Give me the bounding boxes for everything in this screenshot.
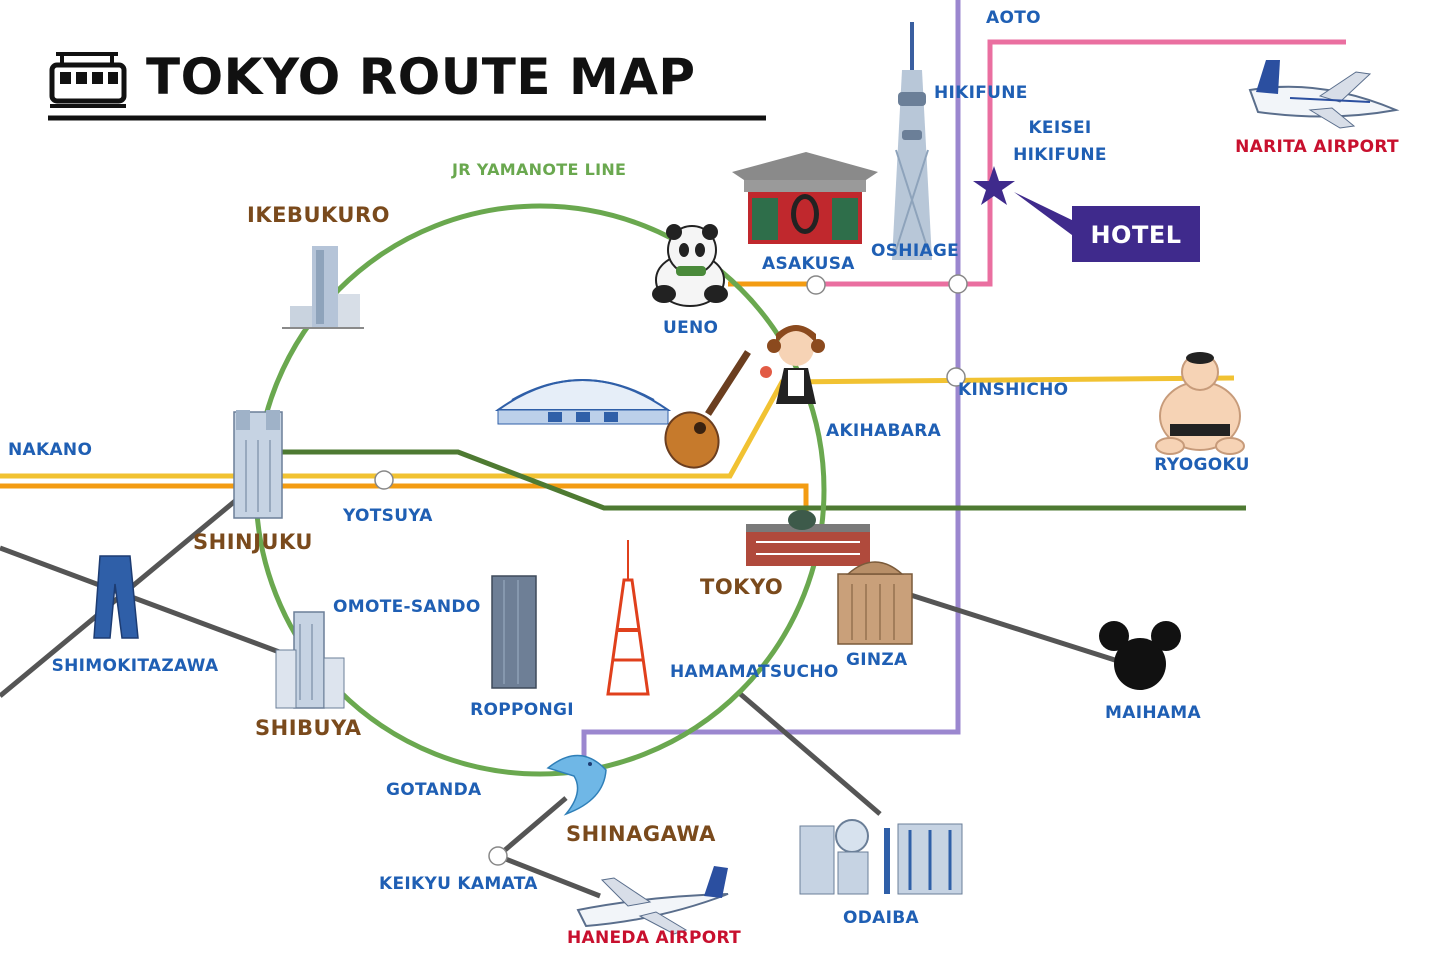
- monorail-line: [736, 690, 882, 816]
- yamanote-line-label: JR YAMANOTE LINE: [451, 160, 626, 179]
- hotel-badge: [1072, 206, 1200, 262]
- station-label-tokyo: TOKYO: [700, 575, 783, 599]
- station-dot-yotsuya: [374, 470, 394, 490]
- tokyo-tower-icon: [606, 540, 650, 696]
- station-label-akihabara: AKIHABARA: [826, 421, 942, 441]
- dome-icon: [494, 379, 672, 425]
- station-dot-kinshicho: [946, 367, 966, 387]
- station-label-omote-sando: OMOTE-SANDO: [333, 597, 481, 617]
- station-label-shibuya: SHIBUYA: [255, 716, 362, 740]
- station-label-maihama: MAIHAMA: [1105, 703, 1202, 723]
- station-dot-asakusa: [806, 275, 826, 295]
- station-label-aoto: AOTO: [986, 8, 1041, 28]
- station-label-ginza: GINZA: [846, 650, 908, 670]
- station-label-kinshicho: KINSHICHO: [958, 380, 1068, 400]
- sumo-icon: [1155, 352, 1245, 455]
- sobu-line: [0, 375, 1235, 479]
- jeans-icon: [93, 555, 139, 639]
- temple-gate-icon: [732, 152, 878, 244]
- odakyu-line: [0, 545, 291, 659]
- station-label-odaiba: ODAIBA: [843, 908, 920, 928]
- page-title: TOKYO ROUTE MAP: [146, 48, 696, 106]
- keisei-line: [816, 39, 1346, 287]
- station-label-asakusa: ASAKUSA: [762, 254, 855, 274]
- shinjuku-tower-icon: [233, 410, 283, 519]
- station-label-haneda: HANEDA AIRPORT: [567, 928, 741, 948]
- guitar-icon: [664, 350, 751, 469]
- station-dot-oshiage: [948, 274, 968, 294]
- station-dot-keikyu-kamata: [488, 846, 508, 866]
- station-label-ikebukuro: IKEBUKURO: [247, 203, 390, 227]
- roppongi-building-icon: [491, 575, 537, 689]
- panda-icon: [652, 224, 728, 307]
- skytree-icon: [892, 22, 932, 260]
- station-label-ueno: UENO: [663, 318, 718, 338]
- shibuya-building-icon: [275, 611, 345, 709]
- train-icon: [49, 52, 127, 108]
- star-icon: [973, 166, 1015, 205]
- tokyo-station-icon: [746, 510, 870, 566]
- station-label-shinagawa: SHINAGAWA: [566, 822, 716, 846]
- station-label-nakano: NAKANO: [8, 440, 92, 460]
- station-label-hamamatsucho: HAMAMATSUCHO: [670, 662, 839, 682]
- hotel-pointer: [1014, 192, 1076, 238]
- station-label-hikifune: HIKIFUNE: [934, 83, 1028, 103]
- station-label-keisei-hikifune-1: KEISEI: [1028, 118, 1091, 138]
- airplane-icon: [576, 866, 729, 935]
- wako-building-icon: [837, 561, 913, 645]
- station-label-yotsuya: YOTSUYA: [342, 506, 433, 526]
- dolphin-icon: [546, 754, 607, 816]
- mickey-icon: [1099, 621, 1181, 690]
- station-label-oshiage: OSHIAGE: [871, 241, 959, 261]
- odaiba-building-icon: [799, 819, 963, 895]
- station-label-keikyu-kamata: KEIKYU KAMATA: [379, 874, 538, 894]
- station-label-gotanda: GOTANDA: [386, 780, 482, 800]
- hotel-label: HOTEL: [1090, 221, 1181, 249]
- dark-green-line: [258, 449, 1246, 511]
- station-label-keisei-hikifune-2: HIKIFUNE: [1013, 145, 1107, 165]
- station-label-narita: NARITA AIRPORT: [1235, 137, 1399, 157]
- keiyo-line: [875, 581, 1141, 671]
- station-label-shinjuku: SHINJUKU: [193, 530, 313, 554]
- ikebukuro-building-icon: [282, 246, 364, 329]
- station-label-ryogoku: RYOGOKU: [1154, 455, 1250, 475]
- station-label-shimokitazawa: SHIMOKITAZAWA: [52, 656, 219, 676]
- maid-icon: [760, 325, 825, 404]
- airplane-icon: [1248, 60, 1400, 129]
- station-label-roppongi: ROPPONGI: [470, 700, 574, 720]
